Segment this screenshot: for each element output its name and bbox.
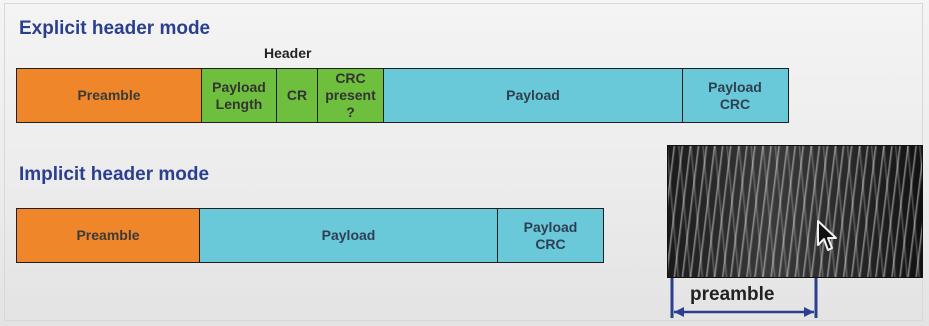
preamble-span-bracket [670,278,818,318]
explicit-cr-segment: CR [276,68,318,123]
segment-label: CRC present ? [325,70,376,120]
implicit-payload-segment: Payload [198,208,499,263]
segment-label: Payload [321,227,376,243]
explicit-payload-crc-segment: Payload CRC [681,68,789,123]
segment-label: Preamble [76,227,140,243]
segment-label: Payload CRC [708,78,762,112]
implicit-payload-crc-segment: Payload CRC [497,208,604,263]
mouse-pointer-icon [817,220,837,251]
segment-label: Preamble [77,87,141,103]
chirp-spectrogram-image [667,145,923,278]
header-label: Header [264,45,312,61]
explicit-crc-present-segment: CRC present ? [316,68,385,123]
implicit-header-title: Implicit header mode [19,164,210,185]
explicit-header-title: Explicit header mode [19,18,211,39]
implicit-packet-row: Preamble Payload Payload CRC [16,208,604,263]
segment-label: Payload CRC [523,218,578,252]
preamble-annotation-label: preamble [690,284,775,305]
segment-label: Payload Length [212,78,266,112]
segment-label: Payload [506,87,560,103]
explicit-packet-row: Preamble Payload Length CR CRC present ?… [16,68,789,123]
explicit-preamble-segment: Preamble [16,68,202,123]
implicit-preamble-segment: Preamble [16,208,200,263]
explicit-payload-segment: Payload [383,68,683,123]
segment-label: CR [286,87,308,103]
explicit-payload-length-segment: Payload Length [200,68,278,123]
